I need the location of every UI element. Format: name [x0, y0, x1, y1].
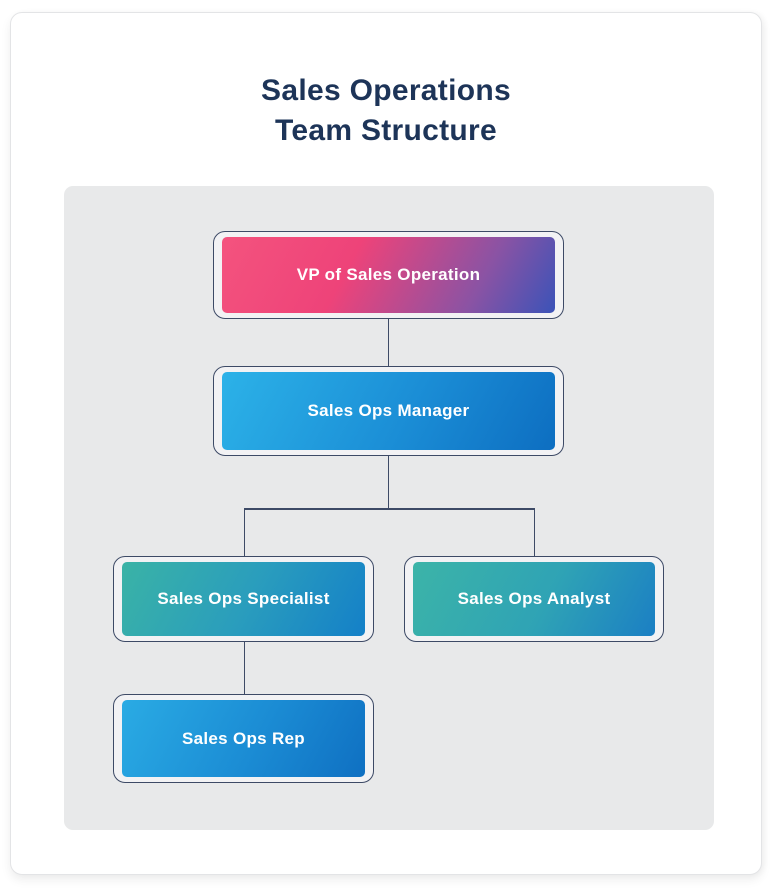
org-node-rep-label: Sales Ops Rep	[182, 728, 305, 748]
org-node-rep: Sales Ops Rep	[113, 694, 374, 783]
org-node-specialist-fill: Sales Ops Specialist	[122, 562, 365, 636]
page-title-line-2: Team Structure	[274, 114, 498, 147]
org-node-vp: VP of Sales Operation	[213, 231, 564, 319]
org-node-manager-label: Sales Ops Manager	[307, 401, 470, 420]
org-node-manager-fill: Sales Ops Manager	[222, 372, 555, 450]
org-node-analyst-fill: Sales Ops Analyst	[413, 562, 655, 636]
connector-split-to-specialist	[243, 508, 245, 556]
org-node-analyst-label: Sales Ops Analyst	[457, 589, 611, 608]
org-chart-panel: VP of Sales Operation Sales Ops Manager …	[64, 186, 714, 830]
org-node-vp-label: VP of Sales Operation	[296, 265, 481, 284]
page-title-line-1: Sales Operations	[261, 74, 511, 107]
org-node-specialist-label: Sales Ops Specialist	[157, 589, 330, 608]
org-node-specialist: Sales Ops Specialist	[113, 556, 374, 642]
connector-manager-to-split	[387, 456, 389, 508]
connector-split-to-analyst	[533, 508, 535, 556]
connector-split-horizontal	[243, 508, 535, 510]
connector-vp-to-manager	[387, 319, 389, 366]
org-node-rep-fill: Sales Ops Rep	[122, 700, 365, 777]
org-node-manager: Sales Ops Manager	[213, 366, 564, 456]
connector-specialist-to-rep	[243, 642, 245, 694]
org-node-analyst: Sales Ops Analyst	[404, 556, 664, 642]
org-node-vp-fill: VP of Sales Operation	[222, 237, 555, 313]
